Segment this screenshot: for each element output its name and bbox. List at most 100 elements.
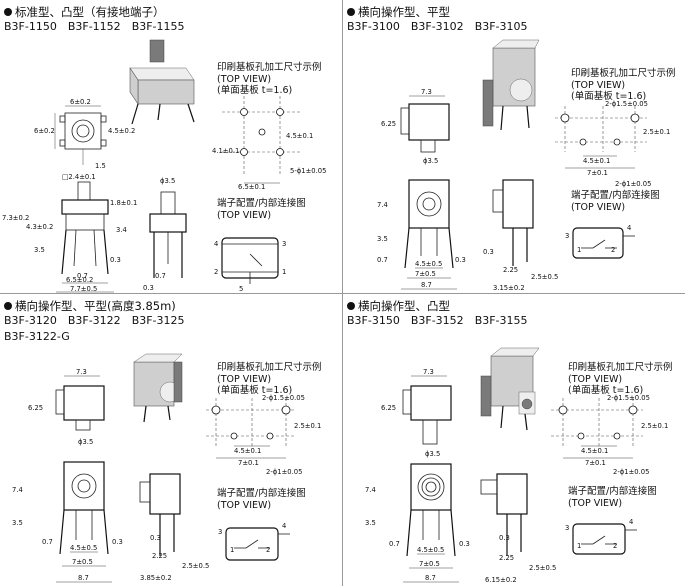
dim-knob: □2.4±0.1 bbox=[62, 173, 96, 181]
pcb-note-line1: 印刷基板孔加工尺寸示例 bbox=[568, 362, 673, 373]
dim-7-3: 7.3 bbox=[421, 88, 432, 96]
dim-front-width: 6±0.2 bbox=[70, 98, 91, 106]
wiring-diagram: 4 3 2 1 5 bbox=[214, 237, 286, 293]
section-title: 横向操作型、平型 bbox=[347, 4, 450, 20]
dim-pcb-4-1: 4.1±0.1 bbox=[212, 147, 239, 155]
dim-pcb-hole1: 2-ϕ1±0.05 bbox=[266, 468, 302, 476]
pcb-note-line1: 印刷基板孔加工尺寸示例 bbox=[217, 62, 322, 73]
dim-phi-3-5: ϕ3.5 bbox=[423, 157, 438, 165]
dim-0-7: 0.7 bbox=[77, 272, 88, 280]
pcb-note-line3: (单面基板 t=1.6) bbox=[571, 91, 647, 102]
side-view-drawing: 0.3 2.25 2.5±0.5 3.85±0.2 bbox=[139, 473, 209, 582]
dim-pcb-hole1: 2-ϕ1±0.05 bbox=[615, 180, 651, 188]
section-title-text: 横向操作型、平型(高度3.85m) bbox=[15, 299, 176, 313]
product-photo bbox=[129, 39, 195, 125]
drawing-side-convex: 7.3 6.25 ϕ3.5 7.4 3.5 0.7 0.3 4.5±0.5 7±… bbox=[365, 347, 668, 584]
dim-2-25: 2.25 bbox=[503, 266, 518, 274]
model-1: B3F-1150 bbox=[4, 20, 57, 33]
pcb-hole-pattern: 2-ϕ1.5±0.05 2.5±0.1 4.5±0.1 7±0.1 2-ϕ1±0… bbox=[551, 394, 668, 476]
pin-2: 2 bbox=[266, 546, 270, 554]
dim-0-7: 0.7 bbox=[377, 256, 388, 264]
section-title-text: 标准型、凸型（有接地端子） bbox=[15, 5, 165, 19]
dim-8-7: 8.7 bbox=[78, 574, 89, 582]
dim-7-4: 7.4 bbox=[365, 486, 376, 494]
wiring-note: 端子配置/内部连接图 (TOP VIEW) bbox=[568, 486, 657, 509]
pin-4: 4 bbox=[282, 522, 286, 530]
model-2: B3F-1152 bbox=[67, 20, 121, 33]
dim-pcb-hole15: 2-ϕ1.5±0.05 bbox=[607, 394, 650, 402]
top-view-drawing: 7.3 6.25 ϕ3.5 bbox=[381, 88, 450, 165]
section-side-convex: 7.3 6.25 ϕ3.5 7.4 3.5 0.7 0.3 4.5±0.5 7±… bbox=[343, 294, 685, 587]
dim-pcb-2-5: 2.5±0.1 bbox=[294, 422, 321, 430]
pin-3: 3 bbox=[565, 524, 569, 532]
model-3: B3F-1155 bbox=[131, 20, 185, 33]
section-title-text: 横向操作型、平型 bbox=[358, 5, 450, 19]
dim-6-5: 6.5±0.2 bbox=[66, 276, 93, 284]
bullet-icon bbox=[347, 302, 355, 310]
dim-pcb-hole1: 2-ϕ1±0.05 bbox=[613, 468, 649, 476]
dim-4-3: 4.3±0.2 bbox=[26, 223, 53, 231]
dim-7-4: 7.4 bbox=[12, 486, 23, 494]
dim-0-3: 0.3 bbox=[110, 256, 121, 264]
section-title: 标准型、凸型（有接地端子） bbox=[4, 4, 165, 20]
side-view-drawing: 0.3 2.25 2.5±0.5 6.15±0.2 bbox=[480, 473, 556, 584]
dim-0-3b: 0.3 bbox=[150, 534, 161, 542]
section-side-flat-3-85: 7.3 6.25 ϕ3.5 7.4 3.5 0.7 0.3 4.5±0.5 7±… bbox=[0, 294, 342, 587]
dim-7-3: 7.3 bbox=[76, 368, 87, 376]
model-2: B3F-3122 bbox=[67, 314, 121, 327]
product-photo bbox=[482, 39, 540, 131]
dim-7: 7±0.5 bbox=[72, 558, 93, 566]
product-photo bbox=[480, 347, 540, 431]
pcb-hole-pattern: 2-ϕ1.5±0.05 2.5±0.1 4.5±0.1 7±0.1 2-ϕ1±0… bbox=[555, 100, 670, 188]
pcb-note-line3: (单面基板 t=1.6) bbox=[217, 385, 293, 396]
dim-3-15: 3.15±0.2 bbox=[493, 284, 525, 292]
dim-0-3: 0.3 bbox=[112, 538, 123, 546]
section-standard-type: 6±0.2 6±0.2 4.5±0.2 1.5 □2.4±0.1 1.8±0.1… bbox=[0, 0, 342, 293]
section-side-flat: 7.3 6.25 ϕ3.5 7.4 3.5 0.7 0.3 4.5±0.5 7±… bbox=[343, 0, 685, 293]
pcb-note-line2: (TOP VIEW) bbox=[571, 79, 626, 91]
pcb-note: 印刷基板孔加工尺寸示例 (TOP VIEW) (单面基板 t=1.6) bbox=[568, 362, 673, 397]
pin-1: 1 bbox=[230, 546, 234, 554]
pin-4: 4 bbox=[627, 224, 631, 232]
model-1: B3F-3120 bbox=[4, 314, 57, 327]
dim-0-7: 0.7 bbox=[389, 540, 400, 548]
front-view-drawing: 7.4 3.5 0.7 0.3 4.5±0.5 7±0.5 8.7 bbox=[365, 463, 470, 583]
pcb-note: 印刷基板孔加工尺寸示例 (TOP VIEW) (单面基板 t=1.6) bbox=[571, 68, 676, 103]
wiring-note-line1: 端子配置/内部连接图 bbox=[217, 198, 306, 209]
dim-0-7: 0.7 bbox=[42, 538, 53, 546]
dim-front-height: 6±0.2 bbox=[34, 127, 55, 135]
dim-3-85: 3.85±0.2 bbox=[140, 574, 172, 582]
top-view-drawing: 6±0.2 6±0.2 4.5±0.2 1.5 bbox=[34, 98, 135, 170]
dim-2-25: 2.25 bbox=[499, 554, 514, 562]
dim-2-25: 2.25 bbox=[152, 552, 167, 560]
wiring-note-line1: 端子配置/内部连接图 bbox=[217, 488, 306, 499]
dim-pcb-7: 7±0.1 bbox=[585, 459, 606, 467]
dim-pcb-2-5: 2.5±0.1 bbox=[643, 128, 670, 136]
dim-4-5: 4.5±0.5 bbox=[417, 546, 444, 554]
dim-pcb-2-5: 2.5±0.1 bbox=[641, 422, 668, 430]
wiring-note-line2: (TOP VIEW) bbox=[217, 499, 272, 511]
section-title: 横向操作型、凸型 bbox=[347, 298, 450, 314]
dim-phi-3-5: ϕ3.5 bbox=[425, 450, 440, 458]
pin-2: 2 bbox=[611, 246, 615, 254]
bullet-icon bbox=[347, 8, 355, 16]
side-view-drawing: 0.3 2.25 2.5±0.5 3.15±0.2 bbox=[483, 179, 558, 292]
dim-pcb-hole15: 2-ϕ1.5±0.05 bbox=[605, 100, 648, 108]
pcb-note-line1: 印刷基板孔加工尺寸示例 bbox=[571, 68, 676, 79]
model-1: B3F-3150 bbox=[347, 314, 400, 327]
dim-8-7: 8.7 bbox=[425, 574, 436, 582]
dim-4-5: 4.5±0.5 bbox=[415, 260, 442, 268]
dim-pcb-4-5: 4.5±0.1 bbox=[583, 157, 610, 165]
wiring-note-line1: 端子配置/内部连接图 bbox=[568, 486, 657, 497]
dim-0-3b: 0.3 bbox=[143, 284, 154, 292]
pin-5: 5 bbox=[239, 285, 243, 293]
dim-2-5: 2.5±0.5 bbox=[529, 564, 556, 572]
model-1: B3F-3100 bbox=[347, 20, 400, 33]
front-view-drawing: 7.4 3.5 0.7 0.3 4.5±0.5 7±0.5 8.7 bbox=[12, 461, 123, 583]
dim-3-4: 3.4 bbox=[116, 226, 127, 234]
front-view-drawing: 7.4 3.5 0.7 0.3 4.5±0.5 7±0.5 8.7 bbox=[377, 179, 466, 290]
pin-2: 2 bbox=[214, 268, 218, 276]
wiring-note-line1: 端子配置/内部连接图 bbox=[571, 190, 660, 201]
dim-6-25: 6.25 bbox=[28, 404, 43, 412]
